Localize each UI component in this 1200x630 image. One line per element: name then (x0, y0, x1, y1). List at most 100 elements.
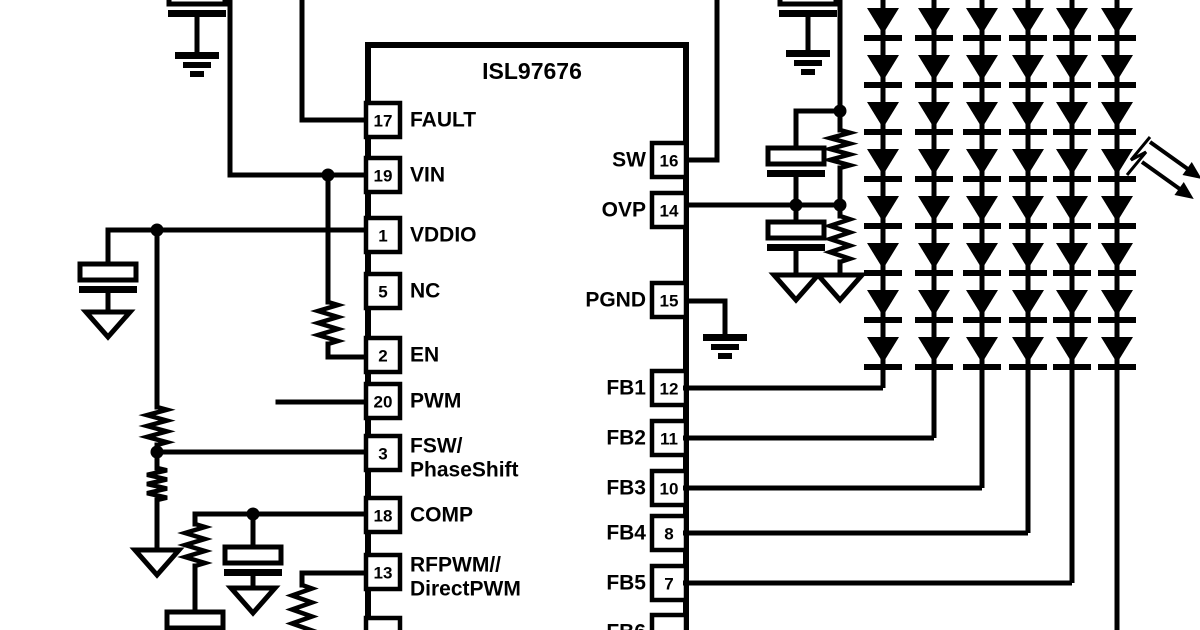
pin-number: 14 (660, 202, 679, 221)
led-diode (966, 243, 998, 269)
pin-box (363, 495, 403, 535)
led-diode (1101, 102, 1133, 128)
led-cathode-bar (1009, 129, 1047, 135)
led-diode (1056, 55, 1088, 81)
led-cathode-bar (864, 364, 902, 370)
led-diode (1012, 196, 1044, 222)
pin-label: FAULT (410, 109, 476, 132)
pin-number: 20 (374, 393, 393, 412)
pin-number: 8 (664, 525, 673, 544)
led-cathode-bar (915, 364, 953, 370)
pin-label: FB1 (606, 377, 646, 400)
pin-box (649, 612, 689, 630)
led-cathode-bar (1098, 364, 1136, 370)
led-cathode-bar (864, 317, 902, 323)
capacitor-plate-top (164, 609, 226, 630)
pin-number: 19 (374, 167, 393, 186)
wires-and-passives-layer (77, 0, 868, 630)
led-diode (1056, 337, 1088, 363)
pin-label: FB6 (606, 621, 646, 630)
led-diode (867, 196, 899, 222)
ground-arrow-icon (225, 585, 281, 617)
resistor (310, 299, 346, 347)
led-cathode-bar (963, 35, 1001, 41)
led-diode (918, 243, 950, 269)
led-cathode-bar (963, 129, 1001, 135)
led-diode (1012, 8, 1044, 34)
led-cathode-bar (963, 270, 1001, 276)
led-diode (1101, 243, 1133, 269)
led-cathode-bar (864, 270, 902, 276)
pin-label: VIN (410, 164, 445, 187)
pin-label: VDDIO (410, 224, 477, 247)
light-arrow-shaft (1148, 140, 1194, 174)
capacitor-plate-top (777, 0, 839, 7)
capacitor-plate-top (166, 0, 228, 7)
wire (325, 341, 381, 360)
pin-label: FB2 (606, 427, 646, 450)
wire (793, 108, 843, 151)
led-diode (918, 55, 950, 81)
led-diode (966, 196, 998, 222)
pin-number: 17 (374, 112, 393, 131)
capacitor-plate-bottom (779, 10, 837, 17)
led-diode (966, 290, 998, 316)
light-arrow-shaft (1140, 160, 1186, 194)
resistor (822, 213, 858, 265)
junction-dot (789, 198, 803, 212)
capacitor-plate-bottom (79, 286, 137, 293)
pin-box (649, 468, 689, 508)
pin-box (363, 100, 403, 140)
pin-label: EN (410, 344, 439, 367)
led-cathode-bar (1053, 176, 1091, 182)
led-diode (1101, 149, 1133, 175)
led-cathode-bar (1053, 129, 1091, 135)
junction-dot (246, 507, 260, 521)
wire (299, 570, 381, 588)
led-diode (867, 290, 899, 316)
led-diode (1012, 243, 1044, 269)
capacitor-plate-top (765, 219, 827, 241)
led-diode (918, 149, 950, 175)
led-diode (966, 149, 998, 175)
led-cathode-bar (1053, 82, 1091, 88)
ground-earth-icon (794, 60, 822, 66)
led-diode (1056, 196, 1088, 222)
led-diode (867, 149, 899, 175)
led-diode (1056, 149, 1088, 175)
capacitor-plate-top (222, 544, 284, 566)
ground-earth-icon (801, 69, 815, 75)
led-diode (1012, 149, 1044, 175)
pin-number: 15 (660, 292, 679, 311)
pin-box (649, 140, 689, 180)
led-diode (918, 8, 950, 34)
led-cathode-bar (915, 176, 953, 182)
pin-number: 3 (378, 445, 387, 464)
capacitor-plate-bottom (224, 569, 282, 576)
pin-box (363, 215, 403, 255)
led-cathode-bar (963, 223, 1001, 229)
pin-number: 16 (660, 152, 679, 171)
led-diode (1101, 337, 1133, 363)
led-diode (966, 8, 998, 34)
capacitor-plate-bottom (767, 244, 825, 251)
pin-label: PGND (585, 289, 646, 312)
led-cathode-bar (915, 35, 953, 41)
pin-number: 5 (378, 283, 387, 302)
pin-number: 13 (374, 564, 393, 583)
pin-box (363, 433, 403, 473)
led-cathode-bar (1098, 82, 1136, 88)
led-diode (1056, 8, 1088, 34)
led-string (683, 0, 1001, 491)
pin-label: NC (410, 280, 440, 303)
pin-box (363, 271, 403, 311)
led-string (683, 0, 1091, 586)
ground-earth-icon (190, 71, 204, 77)
led-diode (867, 8, 899, 34)
junction-dot (150, 223, 164, 237)
ground-earth-icon (718, 353, 732, 359)
led-cathode-bar (864, 223, 902, 229)
resistor (138, 404, 176, 448)
